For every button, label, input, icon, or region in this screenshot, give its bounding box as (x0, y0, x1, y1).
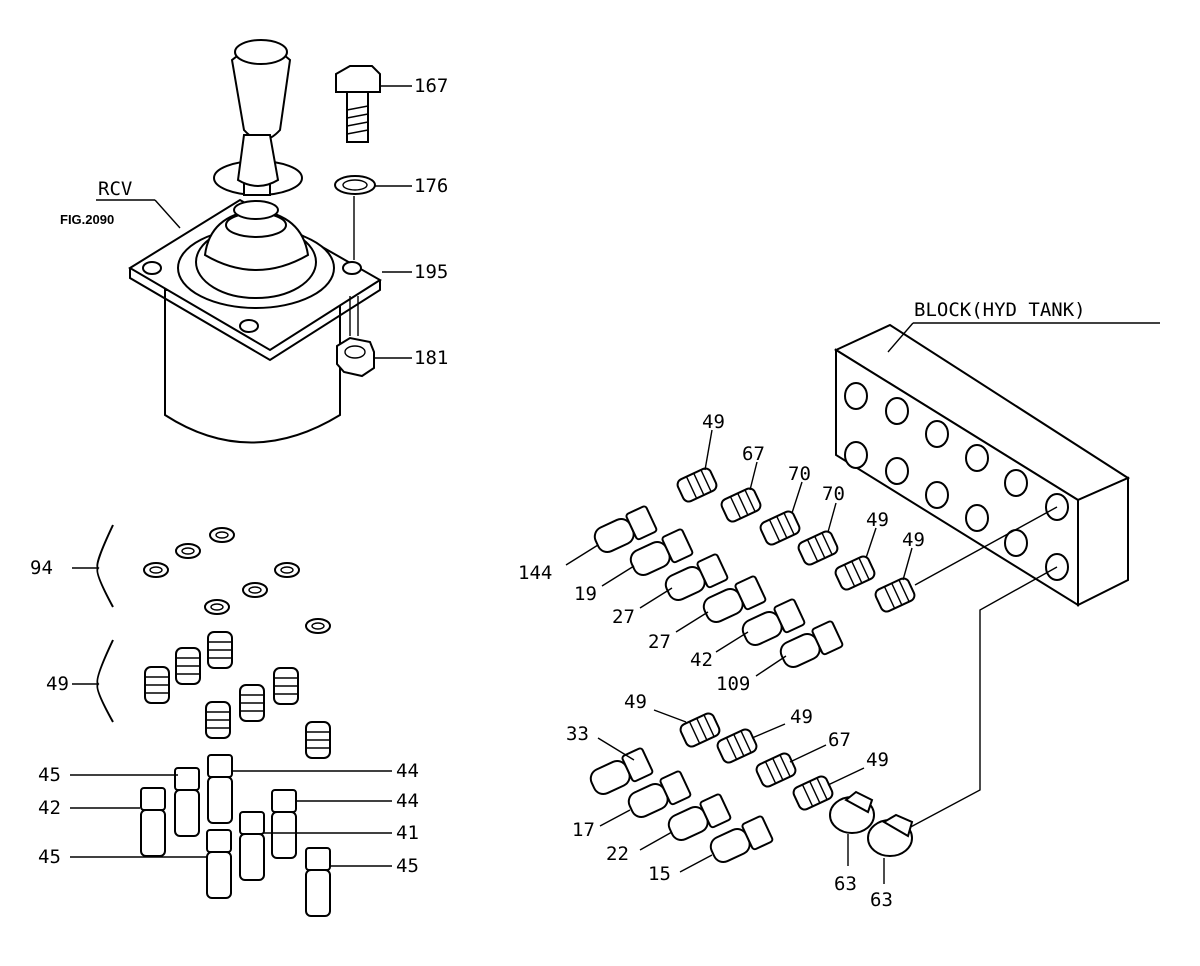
callout-45-a: 45 (38, 764, 61, 786)
adapter-group-right-lower (589, 747, 774, 864)
callout-70-b: 70 (822, 483, 845, 505)
fitting-group-right-upper (676, 467, 916, 613)
callout-45-c: 45 (396, 855, 419, 877)
callout-42-left: 42 (38, 797, 61, 819)
callout-167: 167 (414, 75, 448, 97)
plug-63-b (867, 813, 914, 857)
callout-22: 22 (606, 843, 629, 865)
nut-181 (336, 336, 375, 378)
callout-17: 17 (572, 819, 595, 841)
callout-49-r1: 49 (702, 411, 725, 433)
callout-49-left: 49 (46, 673, 69, 695)
callout-144: 144 (518, 562, 552, 584)
adapter-group-right-upper (593, 505, 844, 669)
callout-45-b: 45 (38, 846, 61, 868)
callout-49-r2: 49 (866, 509, 889, 531)
callout-63-a: 63 (834, 873, 857, 895)
rcv-label: RCV (98, 178, 132, 200)
hydraulic-tank-block (833, 323, 1131, 607)
adapter-group-left (140, 754, 331, 917)
o-ring-group-94 (143, 527, 331, 634)
callout-49-r4: 49 (624, 691, 647, 713)
callout-109: 109 (716, 673, 750, 695)
callout-49-r3: 49 (902, 529, 925, 551)
callout-27-a: 27 (612, 606, 635, 628)
callout-67-r2: 67 (828, 729, 851, 751)
callout-181: 181 (414, 347, 448, 369)
callout-27-b: 27 (648, 631, 671, 653)
callout-70-a: 70 (788, 463, 811, 485)
fitting-group-right-lower (679, 712, 834, 811)
fitting-group-49-left (144, 631, 331, 759)
callout-19: 19 (574, 583, 597, 605)
callout-42-right: 42 (690, 649, 713, 671)
callout-49-r5: 49 (790, 706, 813, 728)
callout-44-b: 44 (396, 790, 419, 812)
washer-176 (334, 175, 376, 195)
rcv-assembly (128, 39, 382, 444)
block-label: BLOCK(HYD TANK) (914, 299, 1086, 321)
callout-176: 176 (414, 175, 448, 197)
callout-41: 41 (396, 822, 419, 844)
callout-33: 33 (566, 723, 589, 745)
callout-63-b: 63 (870, 889, 893, 911)
bolt-167 (335, 65, 381, 143)
callout-195: 195 (414, 261, 448, 283)
plug-63-a (829, 790, 875, 834)
callout-94: 94 (30, 557, 53, 579)
callout-44-a: 44 (396, 760, 419, 782)
callout-67-r1: 67 (742, 443, 765, 465)
callout-49-r6: 49 (866, 749, 889, 771)
fig-reference-label: FIG.2090 (60, 212, 114, 227)
callout-15: 15 (648, 863, 671, 885)
